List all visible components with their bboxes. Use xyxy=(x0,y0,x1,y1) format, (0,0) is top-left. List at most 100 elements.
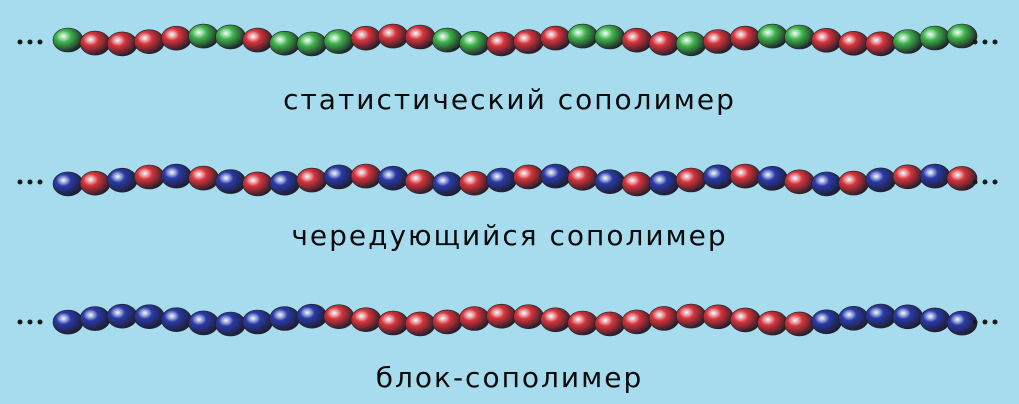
monomer-red xyxy=(404,24,436,50)
ellipsis-dot-left xyxy=(37,39,43,45)
monomer-green xyxy=(269,30,301,56)
monomer-blue xyxy=(79,306,111,331)
monomer-red xyxy=(621,171,653,197)
monomer-red xyxy=(594,311,626,337)
monomer-blue xyxy=(377,165,409,191)
monomer-red xyxy=(648,30,680,56)
monomer-blue xyxy=(946,310,978,336)
ellipsis-dot-right xyxy=(972,179,978,185)
ellipsis-dot-left xyxy=(27,319,33,325)
monomer-blue xyxy=(594,169,626,195)
ellipsis-dot-left xyxy=(27,39,33,45)
monomer-red xyxy=(296,167,328,193)
monomer-blue xyxy=(188,310,219,336)
monomer-red xyxy=(188,165,219,191)
monomer-green xyxy=(594,24,626,50)
monomer-red xyxy=(134,29,165,55)
monomer-green xyxy=(892,29,924,54)
ellipsis-dot-left xyxy=(37,319,43,325)
monomer-blue xyxy=(865,167,897,193)
monomer-red xyxy=(459,306,490,331)
monomer-green xyxy=(919,25,951,51)
monomer-red xyxy=(323,304,355,330)
monomer-blue xyxy=(323,164,355,190)
monomer-red xyxy=(513,29,544,54)
caption-block: блок-сополимер xyxy=(375,361,644,394)
monomer-blue xyxy=(757,165,788,191)
monomer-blue xyxy=(134,304,165,330)
monomer-red xyxy=(675,167,707,193)
monomer-blue xyxy=(242,309,273,335)
ellipsis-dot-right xyxy=(992,179,998,185)
monomer-red xyxy=(811,27,842,53)
monomer-green xyxy=(215,24,246,50)
monomer-red xyxy=(79,170,111,196)
monomer-red xyxy=(404,169,436,195)
monomer-red xyxy=(621,27,653,53)
monomer-red xyxy=(404,311,436,337)
ellipsis-dot-right xyxy=(972,319,978,325)
monomer-blue xyxy=(486,167,517,193)
monomer-red xyxy=(513,304,544,330)
monomer-red xyxy=(540,25,571,51)
monomer-red xyxy=(431,309,463,335)
ellipsis-dot-right xyxy=(992,319,998,325)
monomer-blue xyxy=(296,303,328,329)
monomer-blue xyxy=(540,163,571,189)
monomer-blue xyxy=(106,303,138,329)
monomer-blue xyxy=(648,170,680,196)
monomer-blue xyxy=(215,311,246,337)
monomer-red xyxy=(838,30,869,56)
monomer-blue xyxy=(431,171,463,197)
ellipsis-dot-right xyxy=(982,319,988,325)
monomer-blue xyxy=(106,167,138,193)
monomer-blue xyxy=(892,304,924,330)
monomer-red xyxy=(784,169,815,195)
monomer-red xyxy=(567,165,599,191)
monomer-blue xyxy=(161,163,192,189)
monomer-green xyxy=(784,24,815,50)
monomer-red xyxy=(79,30,111,56)
monomer-red xyxy=(729,163,761,189)
monomer-green xyxy=(757,23,788,49)
monomer-red xyxy=(729,307,761,333)
monomer-red xyxy=(513,164,544,190)
monomer-blue xyxy=(919,307,951,333)
monomer-blue xyxy=(161,307,192,333)
monomer-green xyxy=(946,23,978,49)
monomer-green xyxy=(431,27,463,53)
monomer-red xyxy=(729,25,761,51)
monomer-red xyxy=(621,309,653,335)
monomer-red xyxy=(784,311,815,337)
chain-alternating xyxy=(17,163,998,197)
monomer-red xyxy=(161,25,192,51)
monomer-red xyxy=(106,31,138,57)
monomer-blue xyxy=(52,309,84,335)
monomer-red xyxy=(242,27,273,53)
monomer-red xyxy=(540,307,571,333)
ellipsis-dot-right xyxy=(982,39,988,45)
monomer-blue xyxy=(919,163,951,189)
monomer-green xyxy=(52,27,84,53)
chain-row-statistical xyxy=(0,10,1019,70)
monomer-red xyxy=(892,164,924,190)
monomer-red xyxy=(865,31,897,57)
monomer-red xyxy=(134,164,165,190)
monomer-blue xyxy=(811,309,842,335)
caption-statistical: статистический сополимер xyxy=(283,83,736,116)
monomer-red xyxy=(242,171,273,197)
monomer-red xyxy=(567,310,599,336)
monomer-green xyxy=(567,23,599,49)
ellipsis-dot-left xyxy=(27,179,33,185)
monomer-blue xyxy=(702,164,734,190)
monomer-blue xyxy=(865,303,897,329)
monomer-blue xyxy=(269,170,301,196)
monomer-red xyxy=(702,29,734,54)
monomer-blue xyxy=(215,169,246,194)
ellipsis-dot-left xyxy=(37,179,43,185)
ellipsis-dot-right xyxy=(992,39,998,45)
monomer-green xyxy=(188,23,219,49)
caption-alternating: чередующийся сополимер xyxy=(291,219,728,252)
monomer-green xyxy=(296,31,328,57)
